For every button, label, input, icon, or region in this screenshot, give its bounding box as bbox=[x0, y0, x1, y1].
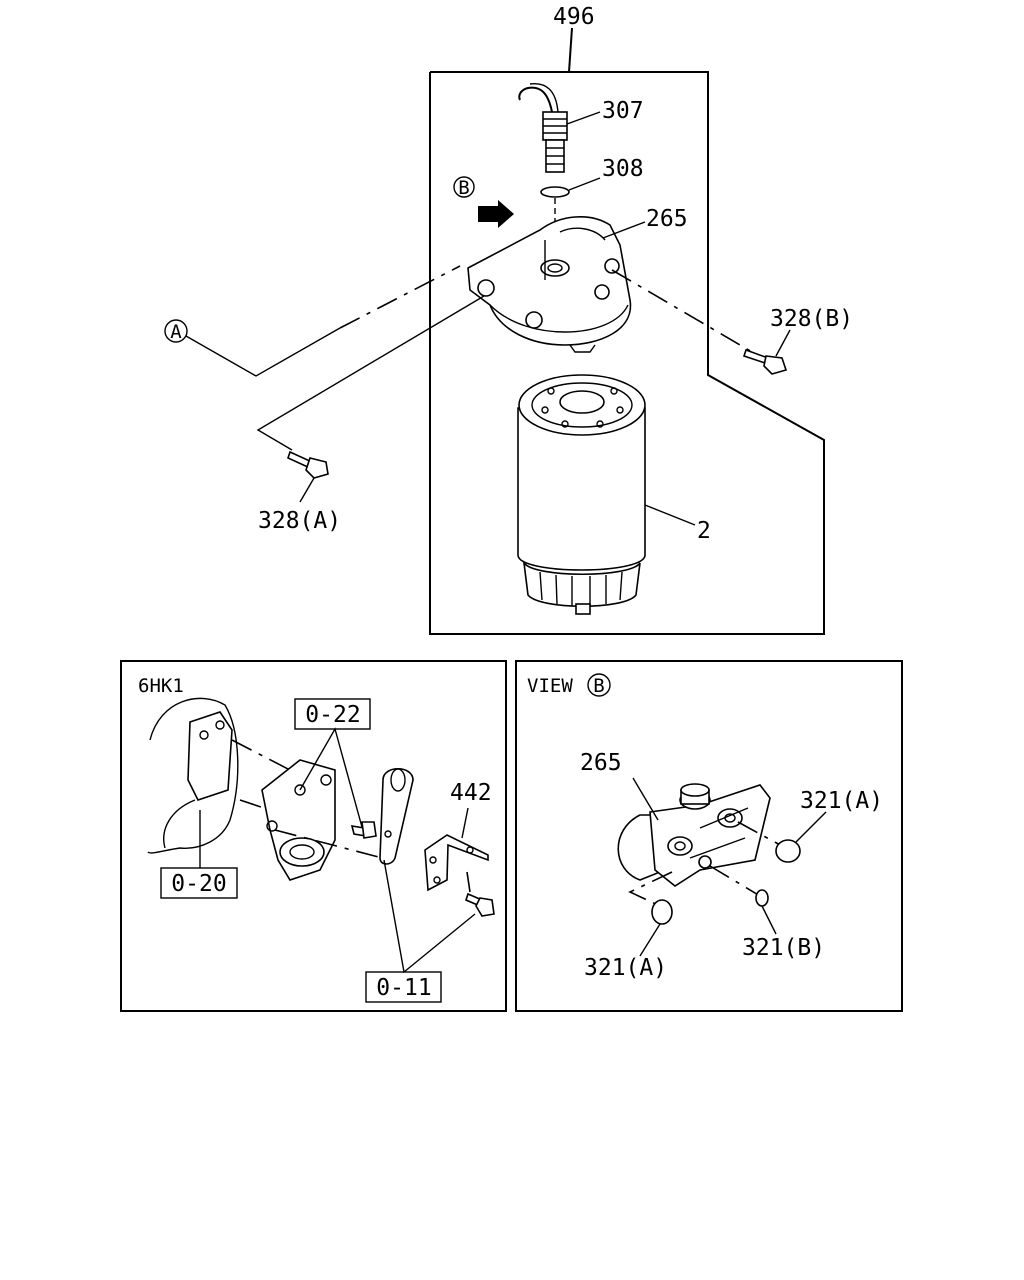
oring-321a-bottom-part bbox=[651, 899, 673, 925]
filter-element-2-part bbox=[517, 374, 646, 615]
filter-element-2-label: 2 bbox=[697, 518, 711, 544]
oring-308-label: 308 bbox=[602, 156, 644, 182]
bracket-442-part bbox=[424, 834, 489, 892]
view-b-marker-circle bbox=[453, 176, 475, 198]
inset-view-b-title: VIEW bbox=[527, 675, 573, 697]
ref-0-22-box bbox=[294, 698, 371, 730]
view-b-marker: B bbox=[458, 177, 469, 199]
assembly-number-label: 496 bbox=[553, 4, 595, 30]
inset-view-b-marker: B bbox=[593, 675, 604, 697]
ref-a-marker: A bbox=[170, 321, 182, 343]
bracket-442-label: 442 bbox=[450, 780, 492, 806]
oring-321b-label: 321(B) bbox=[742, 935, 825, 961]
filter-head-view-b-part bbox=[617, 783, 771, 887]
inset-6hk1-frame bbox=[120, 660, 507, 1012]
assembly-frame bbox=[429, 27, 825, 635]
mount-bracket-part bbox=[261, 759, 336, 881]
view-b-filter-head-label: 265 bbox=[580, 750, 622, 776]
inset-view-b-marker-circle bbox=[587, 673, 611, 697]
oring-321a-top-label: 321(A) bbox=[800, 788, 883, 814]
engine-block-part bbox=[147, 697, 239, 854]
bolt-0-22-part bbox=[350, 821, 377, 839]
oring-308-part bbox=[540, 186, 570, 198]
sensor-307-label: 307 bbox=[602, 98, 644, 124]
inset-6hk1-title: 6HK1 bbox=[138, 675, 184, 697]
ref-0-20-box bbox=[160, 867, 238, 899]
ref-0-22-label: 0-22 bbox=[305, 702, 360, 728]
ref-a-marker-circle bbox=[164, 319, 188, 343]
view-direction-arrow-icon bbox=[478, 200, 514, 228]
lifting-plate-part bbox=[379, 767, 414, 865]
oring-321b-part bbox=[755, 889, 769, 907]
bolt-328b-label: 328(B) bbox=[770, 306, 853, 332]
filter-head-265-part bbox=[467, 215, 632, 353]
sensor-307-part bbox=[518, 83, 568, 173]
ref-0-11-label: 0-11 bbox=[376, 975, 431, 1001]
bolt-0-11-part bbox=[465, 892, 495, 917]
bolt-328a-label: 328(A) bbox=[258, 508, 341, 534]
filter-head-265-label: 265 bbox=[646, 206, 688, 232]
oring-321a-bottom-label: 321(A) bbox=[584, 955, 667, 981]
inset-view-b-frame bbox=[515, 660, 903, 1012]
bolt-328a-part bbox=[287, 450, 329, 479]
bolt-328b-part bbox=[742, 348, 788, 375]
ref-0-20-label: 0-20 bbox=[171, 871, 226, 897]
oring-321a-top-part bbox=[775, 839, 801, 863]
